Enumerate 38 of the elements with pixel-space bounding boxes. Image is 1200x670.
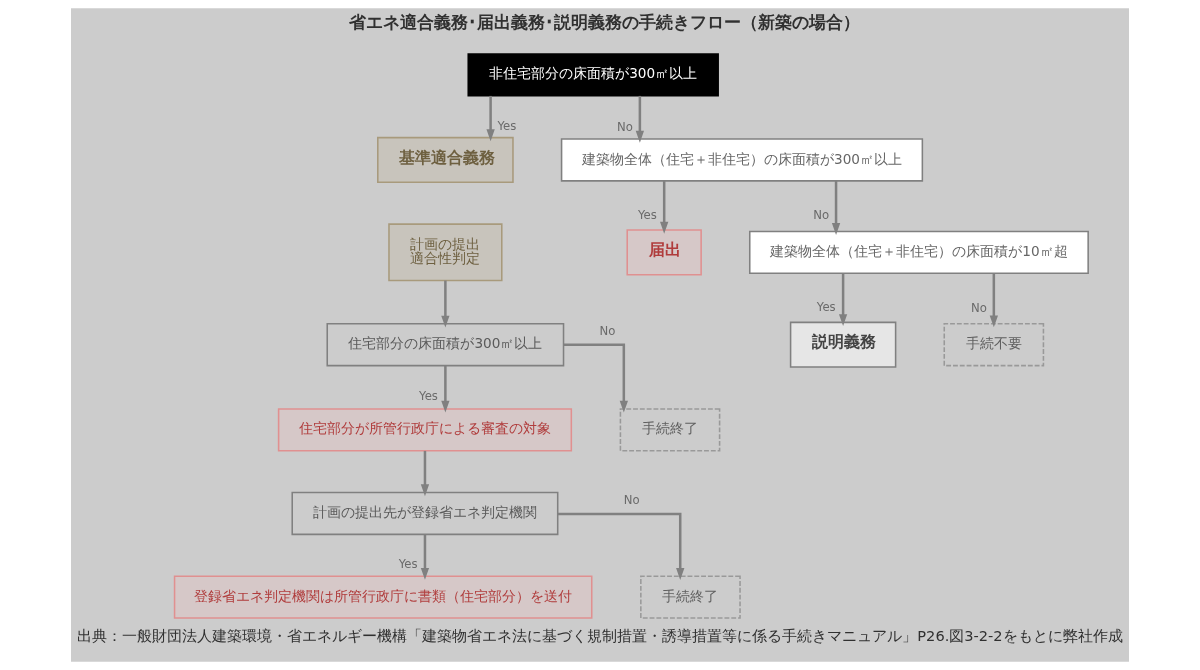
arrow <box>831 180 841 235</box>
arrow <box>838 273 848 327</box>
node-box: 基準適合義務 <box>377 136 514 184</box>
arrow <box>486 95 495 142</box>
edge-label: No <box>617 119 633 134</box>
edge-label: Yes <box>637 207 657 222</box>
arrow <box>420 450 430 497</box>
arrow <box>420 534 430 580</box>
diagram-title: 省エネ適合義務･届出義務･説明義務の手続きフロー（新築の場合） <box>348 13 860 33</box>
arrow <box>660 180 669 234</box>
node-box: 建築物全体（住宅＋非住宅）の床面積が300㎡以上 <box>560 138 924 182</box>
arrow <box>557 512 685 580</box>
node-box: 手続不要 <box>943 323 1045 367</box>
edge-label: No <box>813 208 830 223</box>
node-box: 手続終了 <box>640 575 741 619</box>
node-box: 計画の提出 適合性判定 <box>388 223 503 282</box>
node-box: 非住宅部分の床面積が300㎡以上 <box>467 53 719 97</box>
edge-label: No <box>599 324 616 339</box>
node-box: 住宅部分の床面積が300㎡以上 <box>326 323 565 367</box>
node-box: 住宅部分が所管行政庁による審査の対象 <box>277 408 573 452</box>
arrow <box>441 365 450 413</box>
node-box: 届出 <box>626 229 702 276</box>
node-box: 登録省エネ判定機関は所管行政庁に書類（住宅部分）を送付 <box>173 575 593 619</box>
edge-label: Yes <box>419 389 438 404</box>
arrow <box>635 95 645 143</box>
edge-label: Yes <box>497 118 517 133</box>
edge-label: No <box>623 493 640 508</box>
edge-label: Yes <box>398 557 418 572</box>
arrow <box>989 273 998 328</box>
edge-label: Yes <box>816 299 836 314</box>
node-box: 計画の提出先が登録省エネ判定機関 <box>291 491 559 536</box>
node-box: 説明義務 <box>789 321 897 368</box>
caption: 出典：一般財団法人建築環境・省エネルギー機構「建築物省エネ法に基づく規制措置・誘導措置等に係る手続きマニュアル」P26.図3-2-2をもとに弊社作成 <box>77 627 1123 645</box>
node-box: 建築物全体（住宅＋非住宅）の床面積が10㎡超 <box>748 230 1089 275</box>
arrow <box>441 280 450 328</box>
node-box: 手続終了 <box>619 408 721 452</box>
arrow <box>563 343 628 413</box>
edge-label: No <box>970 300 987 315</box>
